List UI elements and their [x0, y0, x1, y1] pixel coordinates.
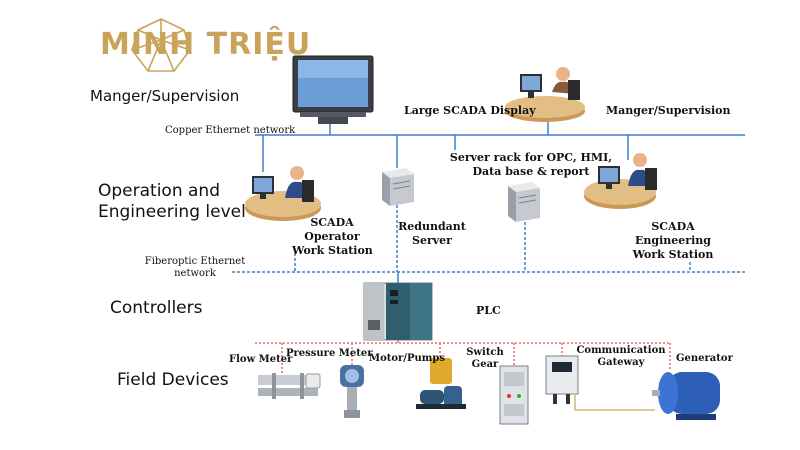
- operator-ws-label: SCADA Operator Work Station: [292, 216, 373, 257]
- manager-workstation-icon: [505, 67, 585, 122]
- brand-logo-icon: [131, 18, 191, 72]
- level-label-supervision: Manger/Supervision: [90, 87, 240, 105]
- comm-gateway-label: Communication Gateway: [576, 345, 666, 368]
- large-display-monitor-icon: [292, 55, 374, 124]
- plc-label: PLC: [476, 304, 501, 317]
- copper-network-label: Copper Ethernet network: [165, 125, 296, 136]
- plc-icon: [363, 282, 433, 341]
- generator-icon: [652, 372, 720, 420]
- flow-meter-icon: [258, 373, 321, 399]
- pressure-meter-icon: [340, 365, 364, 418]
- generator-label: Generator: [676, 353, 733, 364]
- communication-gateway-icon: [545, 355, 579, 404]
- level-label-controllers: Controllers: [110, 298, 203, 318]
- flow-meter-label: Flow Meter: [229, 354, 293, 365]
- motor-pump-icon: [416, 358, 466, 409]
- redundant-server-icon: [382, 168, 414, 206]
- engineering-workstation-icon: [584, 153, 657, 209]
- fiber-network-label: Fiberoptic Ethernet network: [144, 256, 246, 279]
- large-display-label: Large SCADA Display: [404, 104, 536, 117]
- level-label-field: Field Devices: [117, 370, 229, 390]
- switch-gear-icon: [499, 365, 529, 425]
- switch-gear-label: Switch Gear: [466, 347, 504, 370]
- server-rack-icon: [508, 182, 540, 222]
- operator-workstation-icon: [245, 166, 321, 221]
- level-label-operation: Operation and Engineering level: [98, 181, 246, 222]
- motor-pumps-label: Motor/Pumps: [369, 353, 445, 364]
- brand-name: MINH TRIỆU: [100, 27, 312, 62]
- pressure-meter-label: Pressure Meter: [286, 348, 373, 359]
- manager-right-label: Manger/Supervision: [606, 104, 731, 117]
- engineering-ws-label: SCADA Engineering Work Station: [632, 220, 714, 261]
- redundant-server-label: Redundant Server: [398, 220, 466, 247]
- server-rack-label: Server rack for OPC, HMI, Data base & re…: [449, 151, 613, 178]
